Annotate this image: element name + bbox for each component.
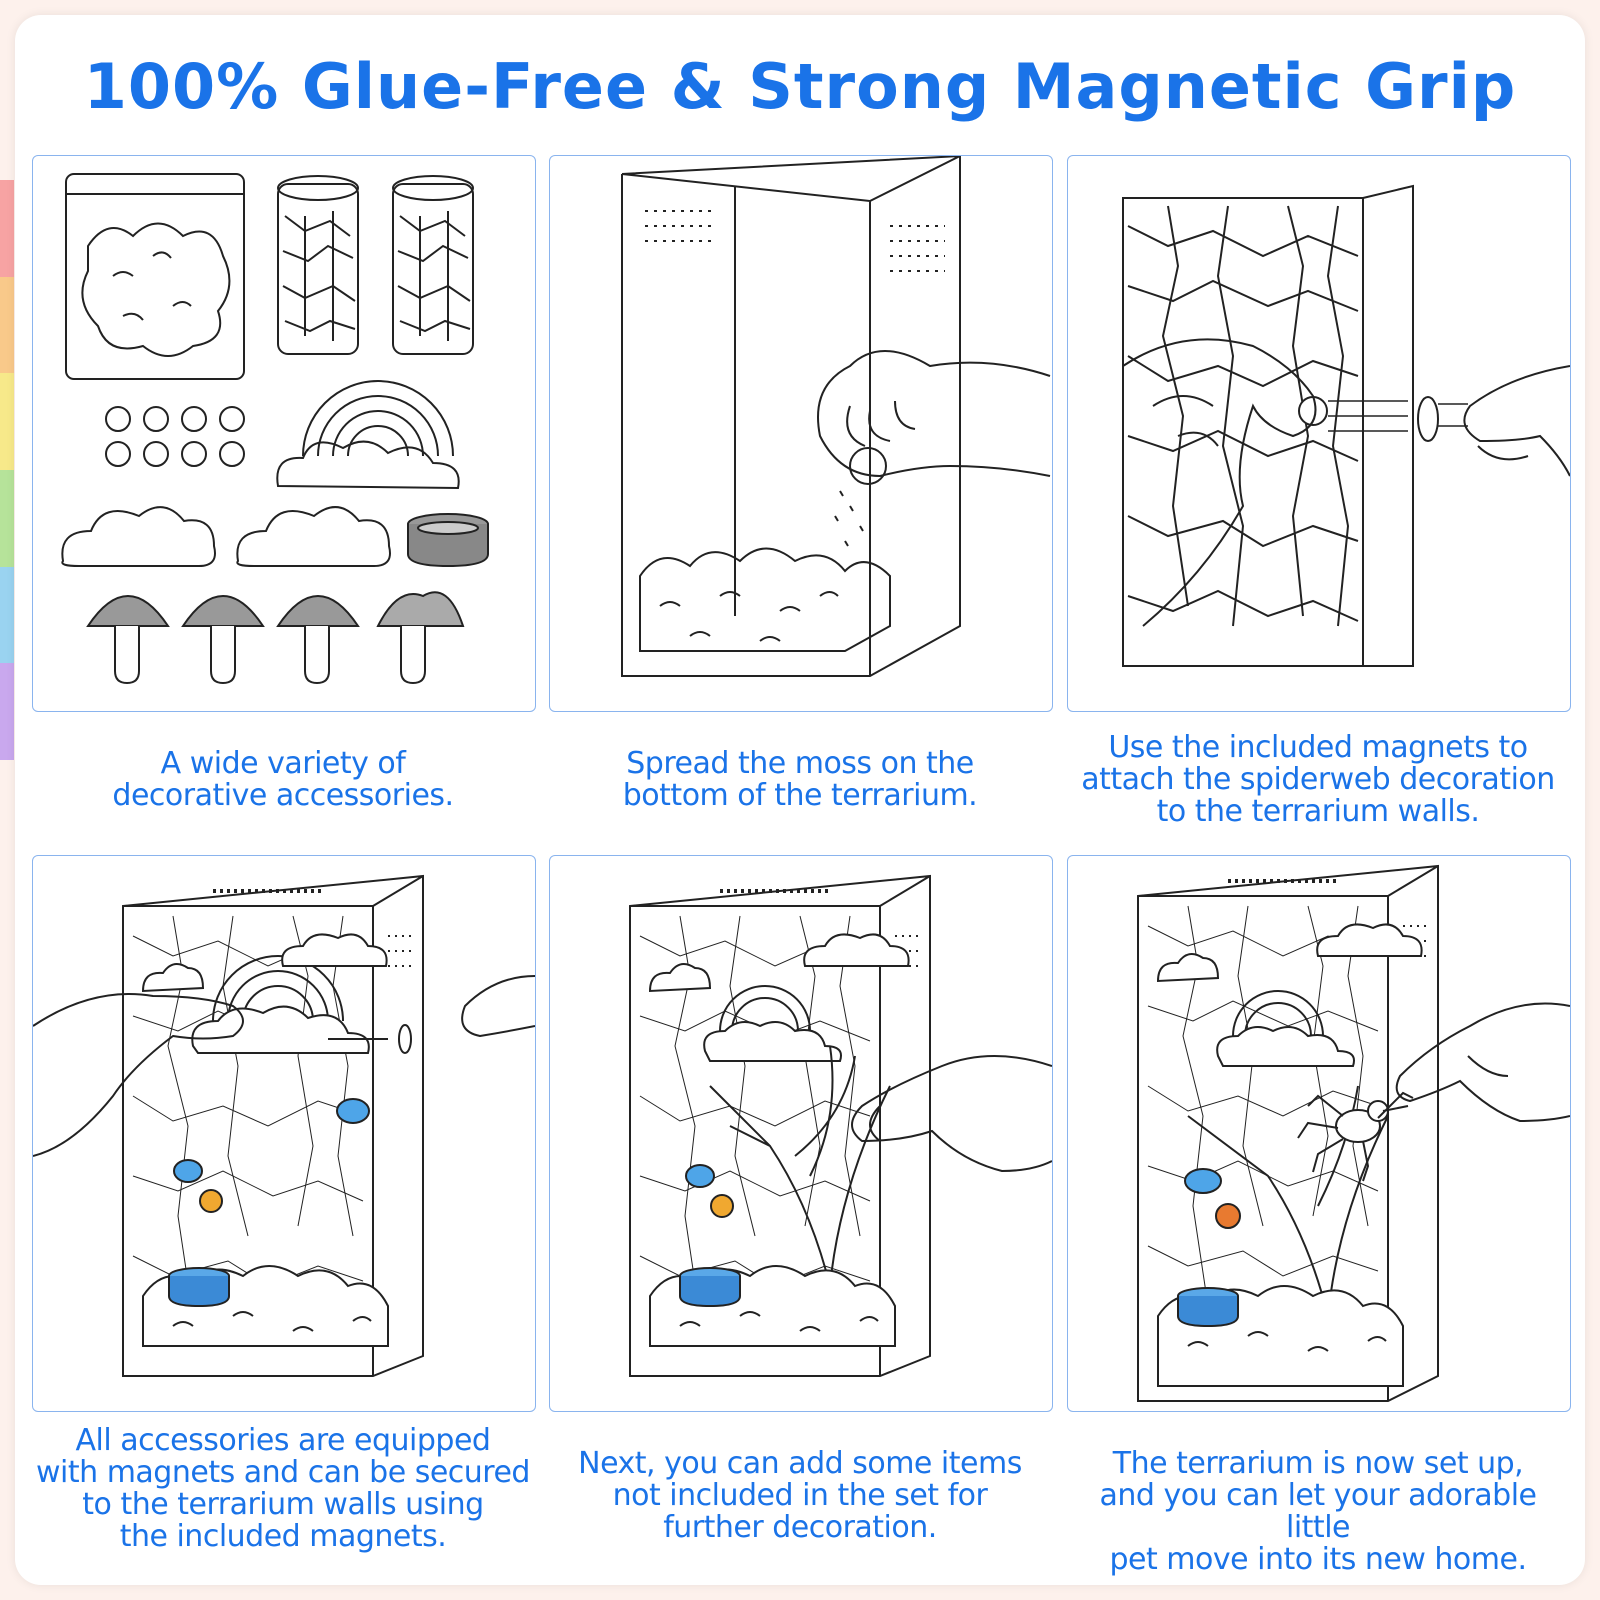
step-2-caption: Spread the moss on the bottom of the ter… [622, 746, 978, 813]
magnets-icon [106, 407, 244, 466]
moss-bag-icon [66, 174, 244, 379]
hand-icon [33, 976, 535, 1156]
step-2-illustration [549, 155, 1053, 712]
spider-icon [1298, 1093, 1413, 1181]
water-dish-icon [408, 514, 488, 566]
step-3-caption: Use the included magnets to attach the s… [1081, 730, 1555, 829]
step-5-caption: Next, you can add some items not include… [578, 1446, 1022, 1545]
page-title: 100% Glue-Free & Strong Magnetic Grip [83, 50, 1517, 123]
water-dish-icon [169, 1268, 229, 1306]
step-3-illustration [1067, 155, 1571, 712]
rainbow-cloud-icon [192, 956, 369, 1053]
gem-decoration-icon [1185, 1169, 1240, 1228]
step-6-caption: The terrarium is now set up, and you can… [1099, 1446, 1537, 1577]
mushroom-icon [88, 592, 463, 683]
terrarium-icon [622, 156, 960, 676]
rainbow-cloud-icon [277, 381, 458, 488]
gem-decoration-icon [174, 1099, 369, 1212]
hand-left-icon [1123, 339, 1316, 626]
hand-icon [1397, 1004, 1570, 1122]
water-dish-icon [1178, 1288, 1238, 1326]
cloud-icon [62, 507, 390, 566]
branch-icon [710, 1046, 890, 1286]
rainbow-cloud-icon [650, 934, 909, 1061]
step-1-illustration [32, 155, 536, 712]
moss-layer-icon [640, 549, 890, 652]
terrarium-icon [630, 876, 930, 1376]
hand-right-icon [1464, 366, 1570, 476]
terrarium-icon [1138, 866, 1438, 1401]
rainbow-cloud-icon [1158, 924, 1422, 1066]
step-6-illustration [1067, 855, 1571, 1412]
spiderweb-wall-icon [1123, 186, 1413, 666]
terrarium-icon [123, 876, 423, 1376]
rainbow-edge-strip [0, 180, 14, 760]
spiderweb-roll-icon [278, 176, 473, 354]
hand-icon [818, 351, 1050, 546]
step-5-illustration [549, 855, 1053, 1412]
cloud-icon [143, 934, 387, 991]
gem-decoration-icon [686, 1165, 733, 1217]
step-4-caption: All accessories are equipped with magnet… [36, 1423, 530, 1554]
magnet-icon [1299, 397, 1468, 441]
step-4-illustration [32, 855, 536, 1412]
water-dish-icon [680, 1268, 740, 1306]
step-1-caption: A wide variety of decorative accessories… [112, 746, 454, 813]
hand-icon [852, 1056, 1052, 1171]
